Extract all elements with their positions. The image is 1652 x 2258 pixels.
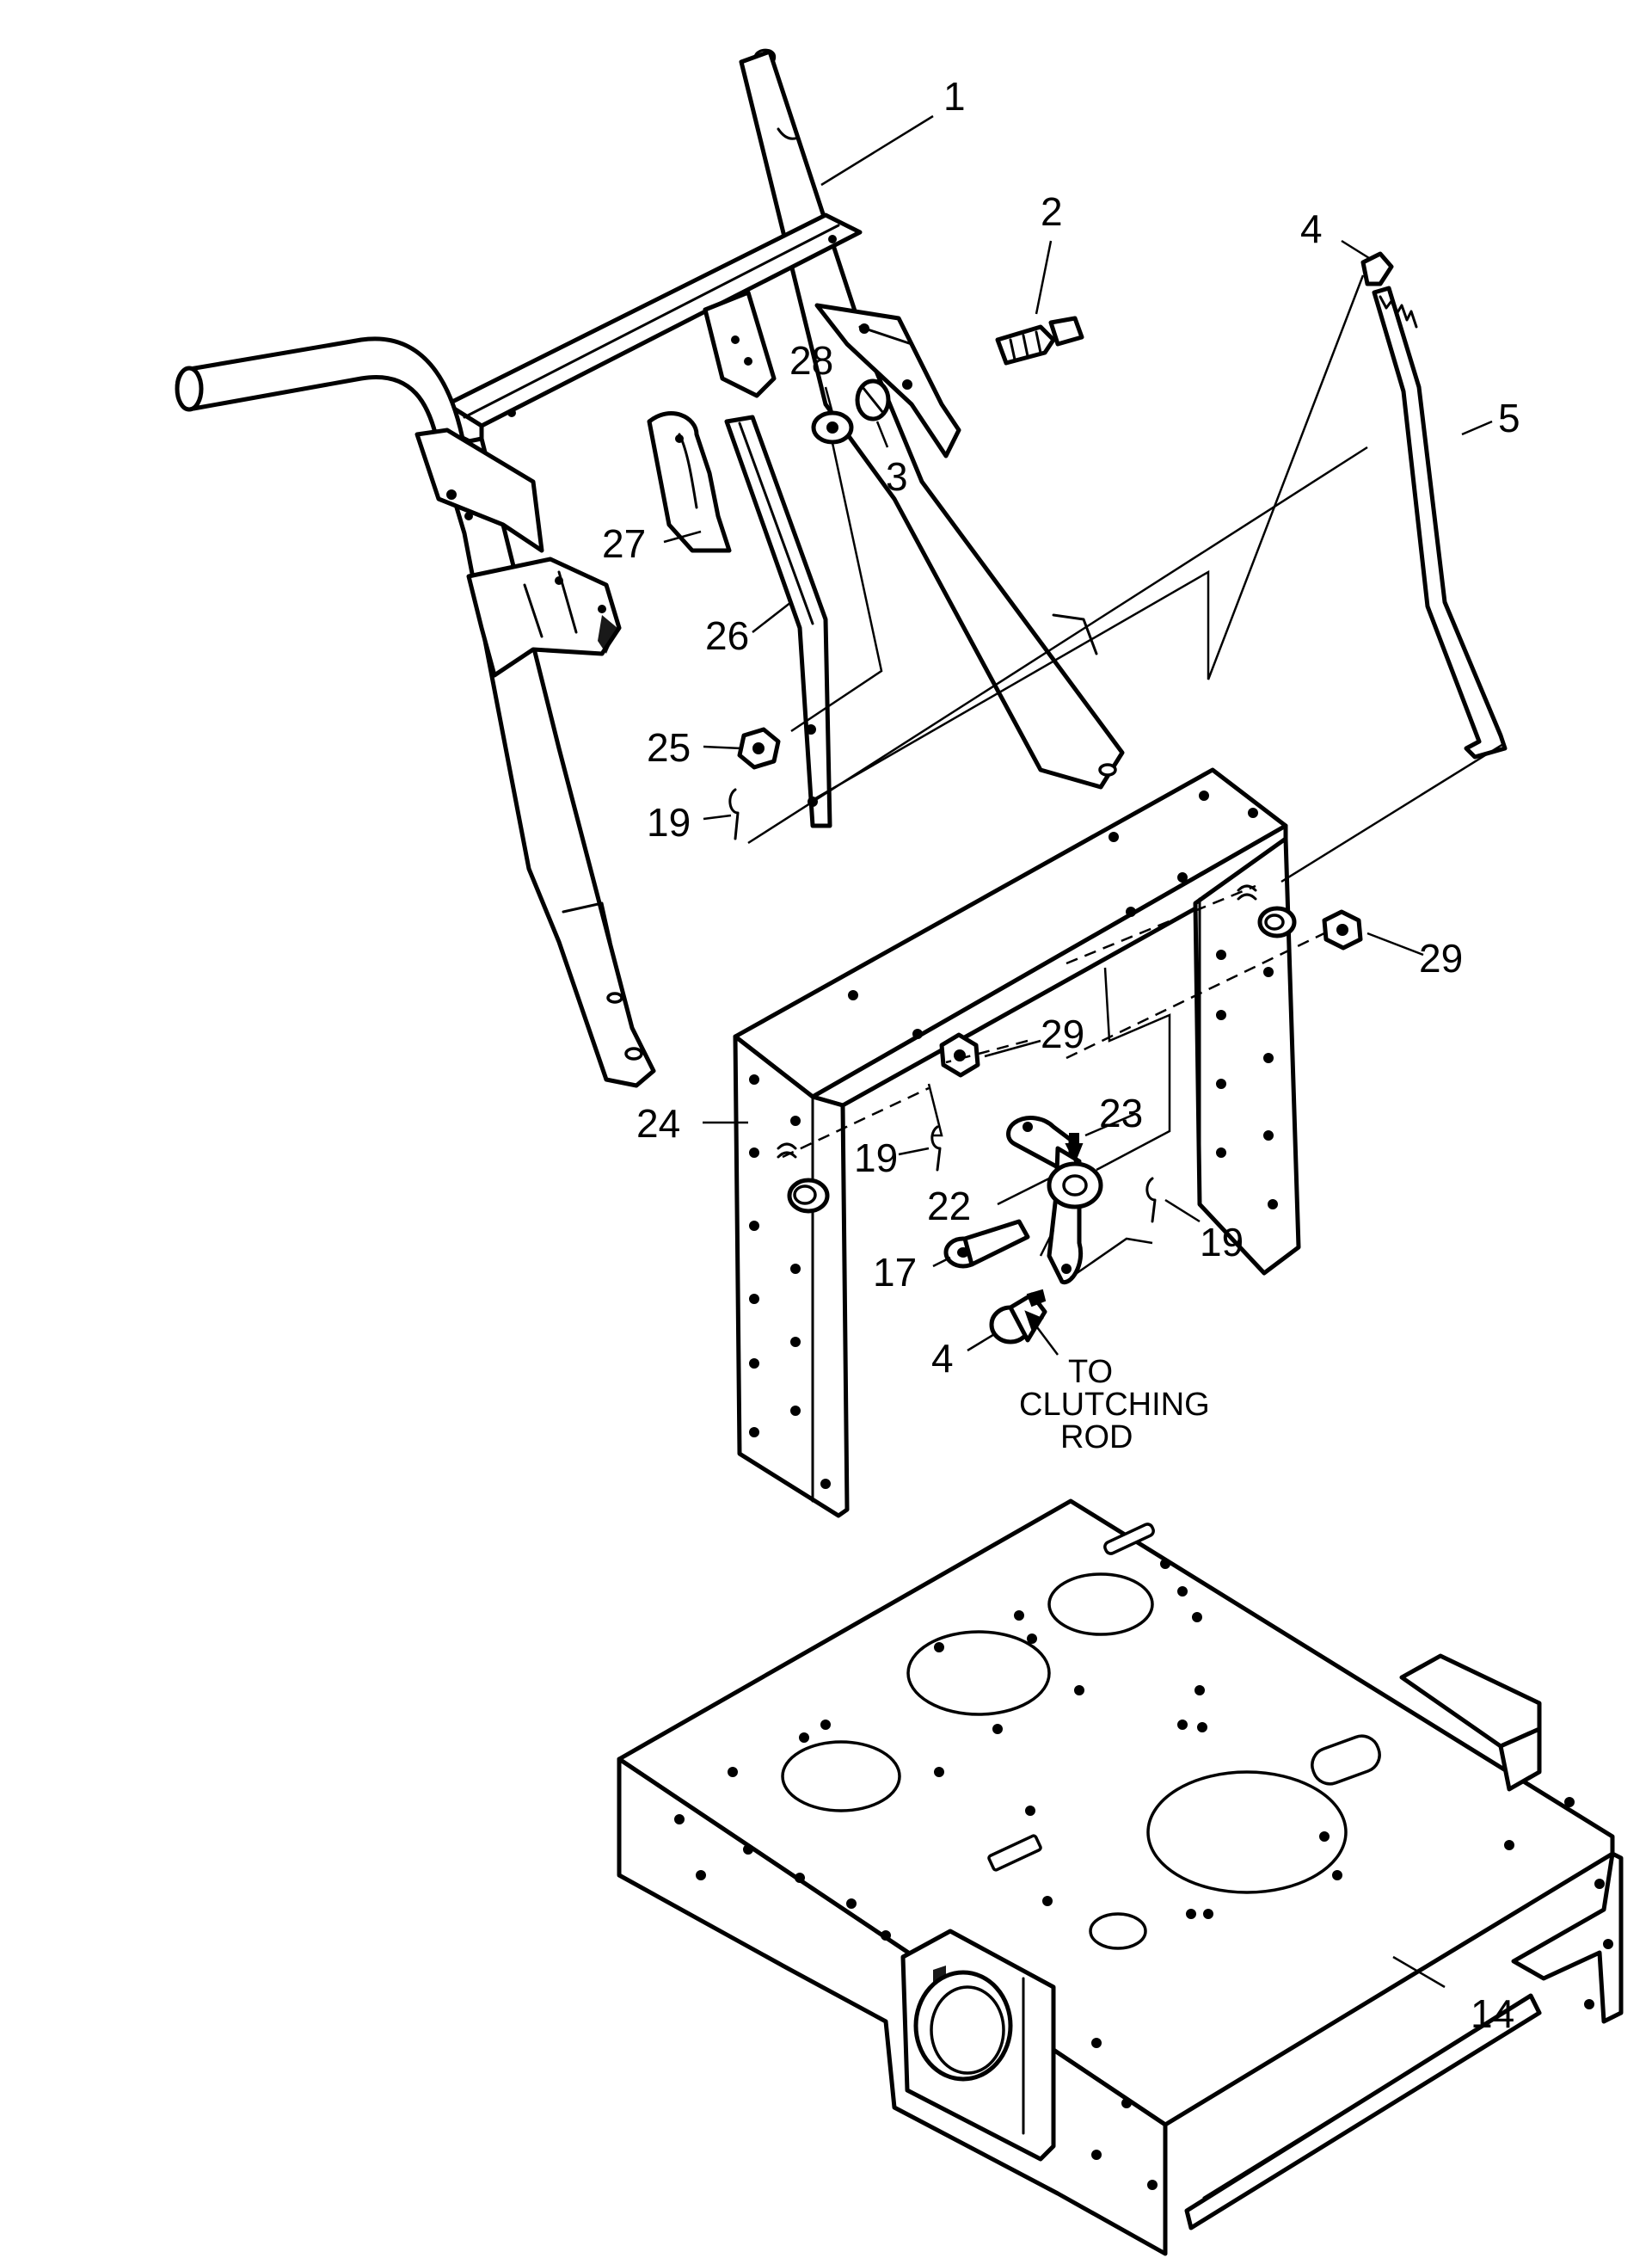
callout-25: 25: [647, 725, 691, 770]
callout-19-upper: 19: [647, 800, 691, 845]
leader-lines: [663, 114, 1504, 1989]
callout-14: 14: [1471, 1991, 1514, 2036]
bolt-2: [995, 316, 1084, 366]
callout-22: 22: [927, 1184, 971, 1228]
nut-29-right: [1322, 909, 1363, 951]
bell-crank-22: [1006, 1116, 1103, 1285]
callout-5: 5: [1498, 396, 1520, 440]
callout-24: 24: [636, 1101, 680, 1146]
hairpin-19-left: [930, 1125, 942, 1172]
callout-19-right: 19: [1200, 1220, 1244, 1264]
callout-29-right: 29: [1419, 936, 1463, 981]
hairpin-19-upper: [728, 788, 740, 840]
washer-3: [855, 378, 891, 421]
clutching-rod-note-line1: TO: [1068, 1354, 1113, 1390]
nut-25: [737, 727, 781, 770]
washer-28: [811, 410, 854, 445]
callout-27: 27: [602, 521, 646, 566]
main-frame-14: [617, 1498, 1624, 2256]
callout-1: 1: [943, 74, 966, 119]
callout-28: 28: [789, 338, 833, 383]
callout-4-bottom: 4: [931, 1336, 954, 1381]
callout-17: 17: [873, 1250, 917, 1295]
grease-fitting-23: [1065, 1133, 1084, 1164]
lever-arm-26: [724, 415, 832, 828]
nut-29-mid: [939, 1032, 980, 1078]
shoulder-bolt-17: [943, 1219, 1030, 1269]
hairpin-19-right: [1145, 1177, 1157, 1223]
control-rod-5: [1372, 286, 1508, 760]
callout-23: 23: [1099, 1091, 1143, 1135]
callout-labels: 1 2 4 5 28 3 27 26 25 19 29 29 24 19 23 …: [602, 74, 1520, 2036]
clutching-rod-note-line2: CLUTCHING: [1019, 1387, 1210, 1423]
callout-19-left: 19: [854, 1135, 898, 1180]
handle-assembly: [175, 48, 1125, 1088]
callout-4-top: 4: [1300, 206, 1323, 251]
ferrule-4-top: [1360, 251, 1394, 286]
latch-plate-27: [647, 411, 732, 553]
control-tower-24: [733, 767, 1301, 1518]
callout-2: 2: [1041, 189, 1063, 234]
callout-26: 26: [705, 613, 749, 658]
callout-29-mid: 29: [1041, 1012, 1084, 1056]
clutching-rod-note-line3: ROD: [1060, 1419, 1133, 1455]
callout-3: 3: [886, 454, 908, 499]
